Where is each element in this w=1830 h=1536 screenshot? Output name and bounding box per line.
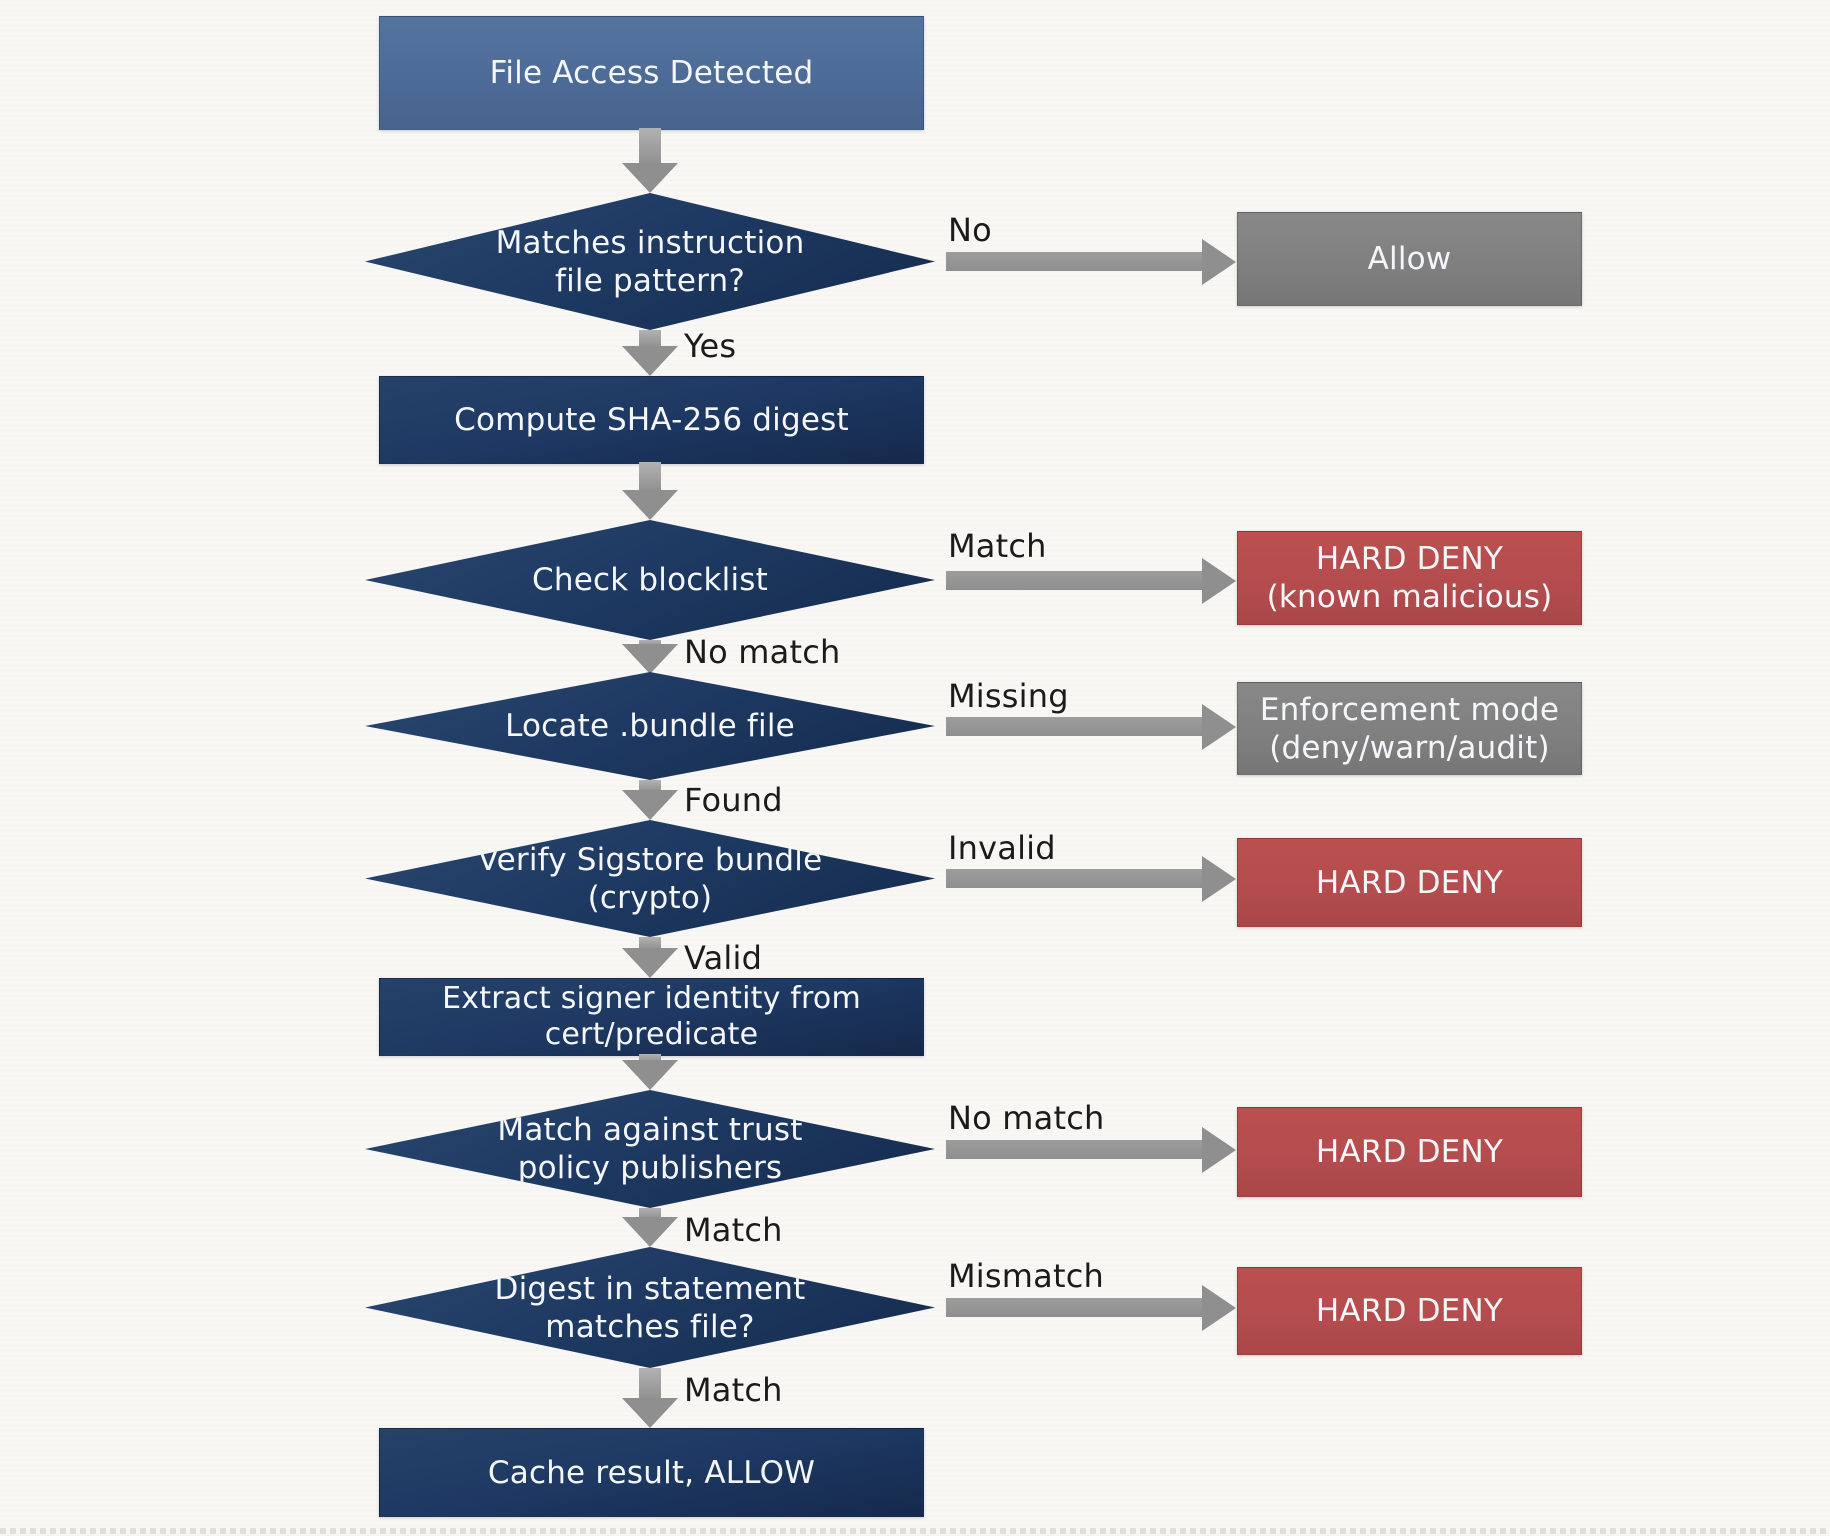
decision-verify-sigstore-bundle: Verify Sigstore bundle (crypto) (365, 820, 935, 937)
edge-label-found: Found (684, 781, 783, 819)
arrow-down-icon (639, 640, 661, 646)
node-compute-sha-256-digest: Compute SHA-256 digest (379, 376, 924, 464)
node-cache-result-allow: Cache result, ALLOW (379, 1428, 924, 1517)
outcome-enforcement-mode: Enforcement mode (deny/warn/audit) (1237, 682, 1582, 775)
edge-label-missing: Missing (948, 677, 1069, 715)
edge-label-no-match: No match (684, 633, 841, 671)
edge-label-match: Match (684, 1371, 783, 1409)
scan-artifact-strip (0, 1528, 1830, 1534)
edge-label-mismatch: Mismatch (948, 1257, 1104, 1295)
decision-match-trust-policy-publishers: Match against trust policy publishers (365, 1090, 935, 1208)
outcome-hard-deny-no-match: HARD DENY (1237, 1107, 1582, 1197)
edge-label-invalid: Invalid (948, 829, 1056, 867)
arrow-right-icon (946, 869, 1203, 888)
decision-check-blocklist: Check blocklist (365, 520, 935, 640)
outcome-hard-deny-invalid: HARD DENY (1237, 838, 1582, 927)
edge-label-no: No (948, 211, 992, 249)
arrow-down-icon (639, 1208, 661, 1219)
edge-label-match: Match (948, 527, 1047, 565)
outcome-hard-deny-known-malicious: HARD DENY (known malicious) (1237, 531, 1582, 625)
node-extract-signer-identity: Extract signer identity from cert/predic… (379, 978, 924, 1056)
arrow-right-icon (946, 252, 1203, 271)
edge-label-yes: Yes (684, 327, 737, 365)
arrow-down-icon (639, 462, 661, 492)
arrow-right-icon (946, 1140, 1203, 1159)
arrow-down-icon (639, 128, 661, 165)
arrow-right-icon (946, 717, 1203, 736)
edge-label-no-match: No match (948, 1099, 1105, 1137)
decision-digest-matches-file: Digest in statement matches file? (365, 1247, 935, 1368)
arrow-down-icon (639, 937, 661, 950)
arrow-down-icon (639, 1368, 661, 1400)
outcome-hard-deny-mismatch: HARD DENY (1237, 1267, 1582, 1355)
arrow-down-icon (639, 1054, 661, 1062)
decision-matches-instruction-file-pattern: Matches instruction file pattern? (365, 193, 935, 330)
arrow-down-icon (639, 330, 661, 348)
arrow-right-icon (946, 1298, 1203, 1317)
arrow-right-icon (946, 571, 1203, 590)
node-file-access-detected: File Access Detected (379, 16, 924, 130)
arrow-down-icon (639, 780, 661, 792)
outcome-allow: Allow (1237, 212, 1582, 306)
edge-label-match: Match (684, 1211, 783, 1249)
edge-label-valid: Valid (684, 939, 763, 977)
decision-locate-bundle-file: Locate .bundle file (365, 672, 935, 780)
